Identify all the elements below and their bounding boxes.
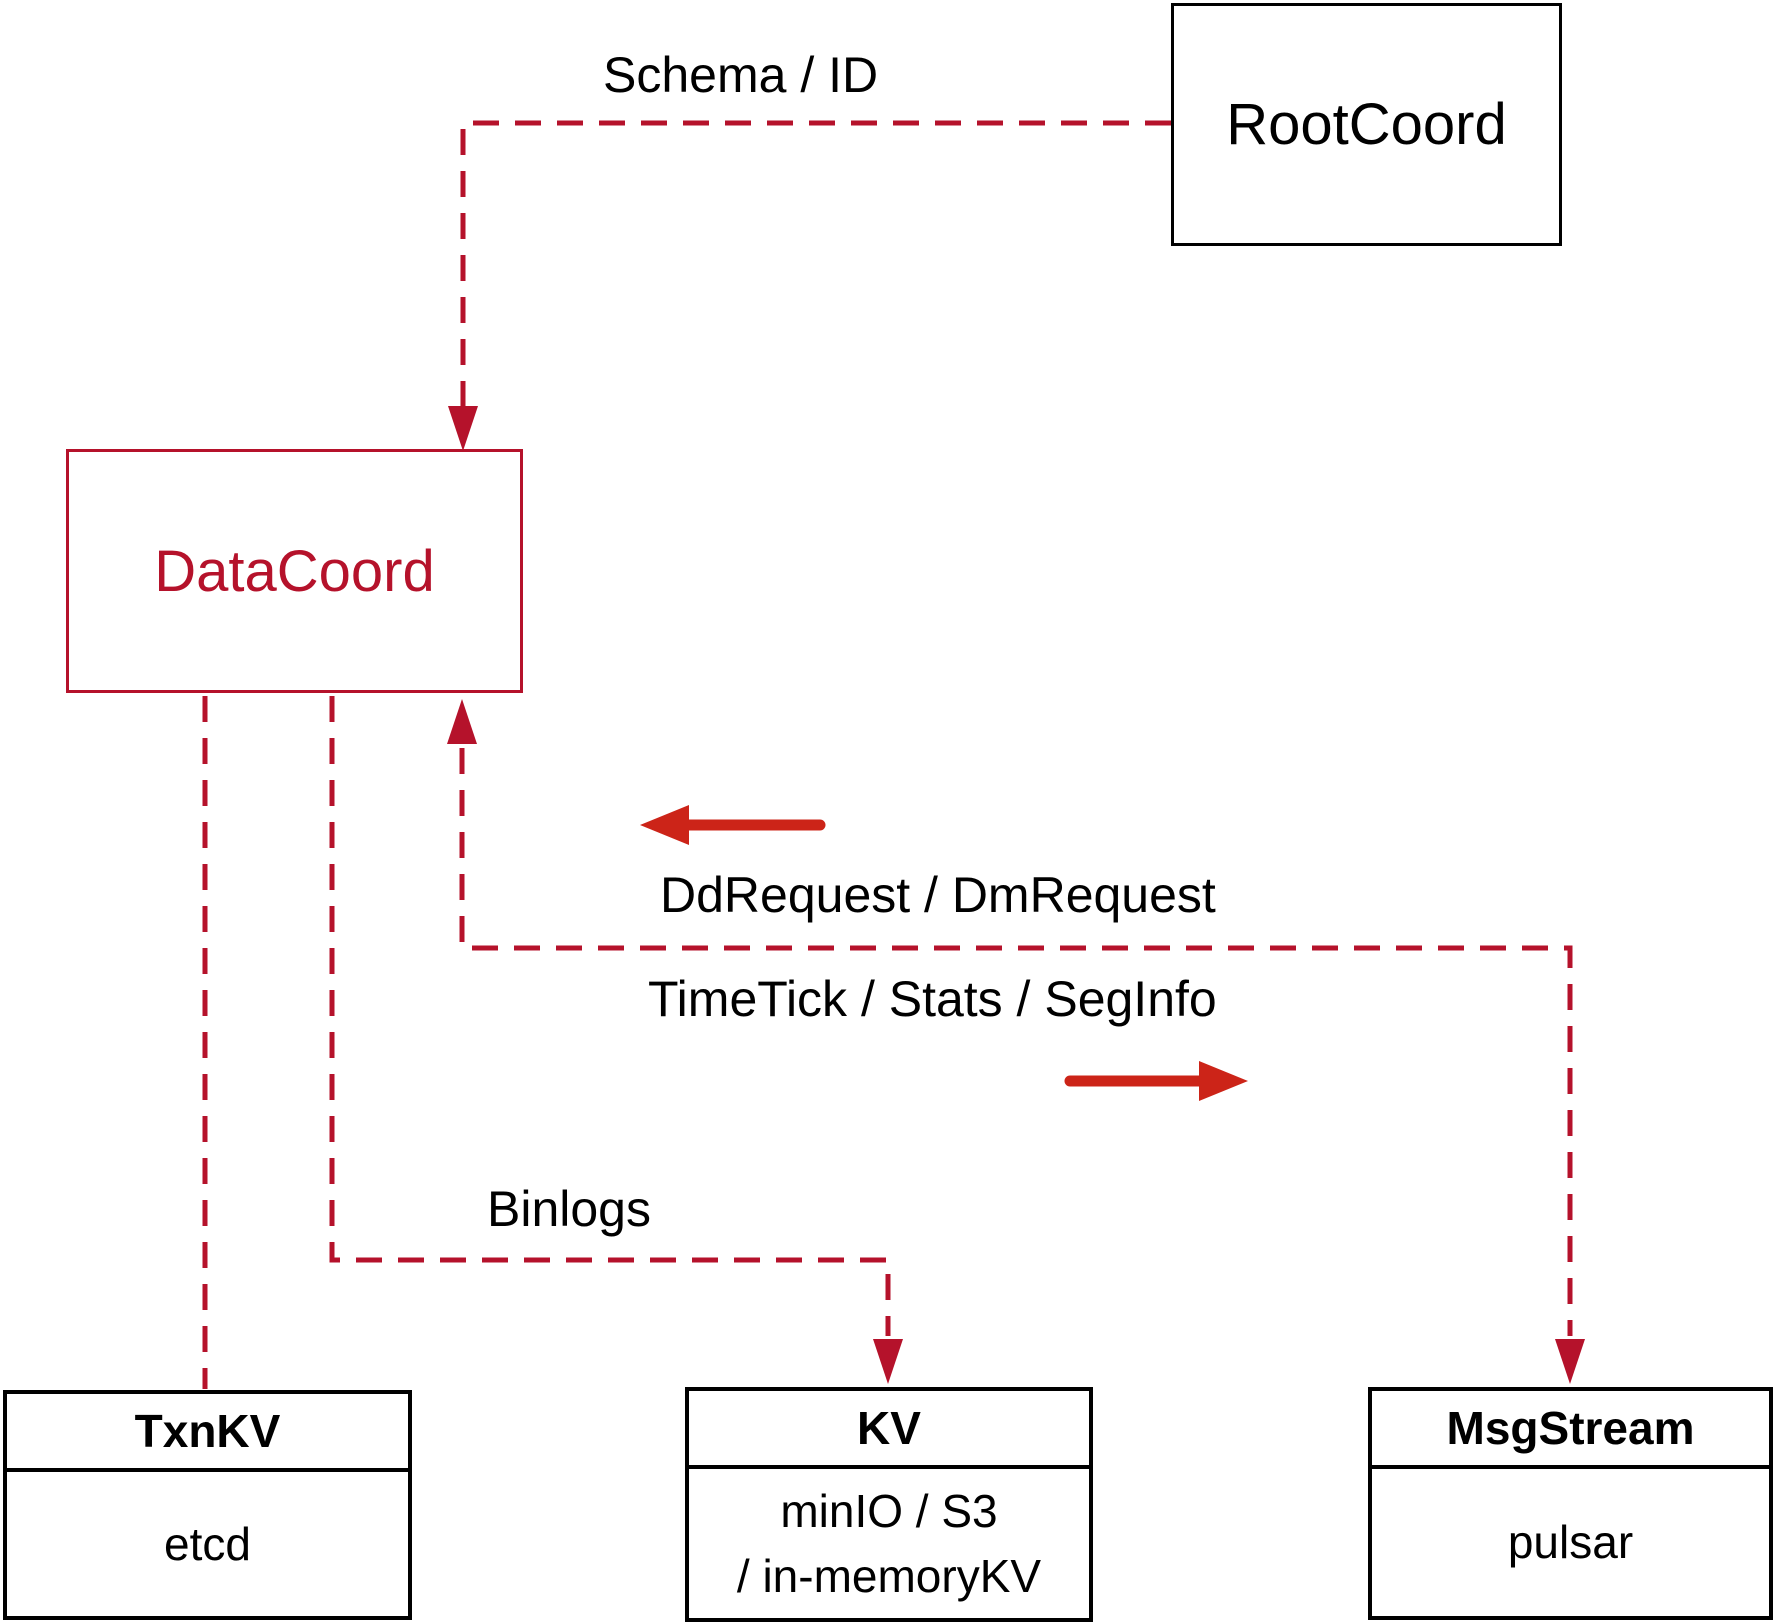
kv-header: KV [689,1391,1089,1469]
binlogs-edge-line [329,696,891,1336]
ddrequest-arrowhead-up [447,699,477,744]
ddrequest-dmrequest-edge-label: DdRequest / DmRequest [660,867,1216,923]
kv-body-line2: / in-memoryKV [736,1549,1042,1602]
txnkv-body-text: etcd [164,1517,251,1570]
right-direction-arrow-icon [1064,1061,1248,1101]
datacoord-label: DataCoord [154,538,435,604]
node-rootcoord: RootCoord [1171,3,1562,246]
schema-id-arrowhead-down [448,406,478,451]
kv-body: minIO / S3 / in-memoryKV [689,1469,1089,1618]
txnkv-body: etcd [7,1472,408,1616]
msgstream-arrowhead-down [1555,1339,1585,1384]
timetick-stats-seginfo-edge-label: TimeTick / Stats / SegInfo [648,971,1217,1027]
node-msgstream: MsgStream pulsar [1368,1387,1773,1620]
schema-id-edge-label: Schema / ID [603,47,879,103]
msgstream-body: pulsar [1372,1469,1769,1616]
kv-body-line1: minIO / S3 [780,1485,998,1538]
node-datacoord: DataCoord [66,449,523,693]
ddrequest-timetick-edge-line [459,748,1573,1336]
node-txnkv: TxnKV etcd [3,1390,412,1620]
kv-arrowhead-down [873,1339,903,1384]
msgstream-body-text: pulsar [1507,1516,1634,1569]
msgstream-header: MsgStream [1372,1391,1769,1469]
left-direction-arrow-icon [640,805,826,845]
node-kv: KV minIO / S3 / in-memoryKV [685,1387,1093,1622]
rootcoord-label: RootCoord [1226,92,1507,157]
schema-id-edge-line [460,120,1171,440]
binlogs-edge-label: Binlogs [487,1181,651,1237]
txnkv-header: TxnKV [7,1394,408,1472]
